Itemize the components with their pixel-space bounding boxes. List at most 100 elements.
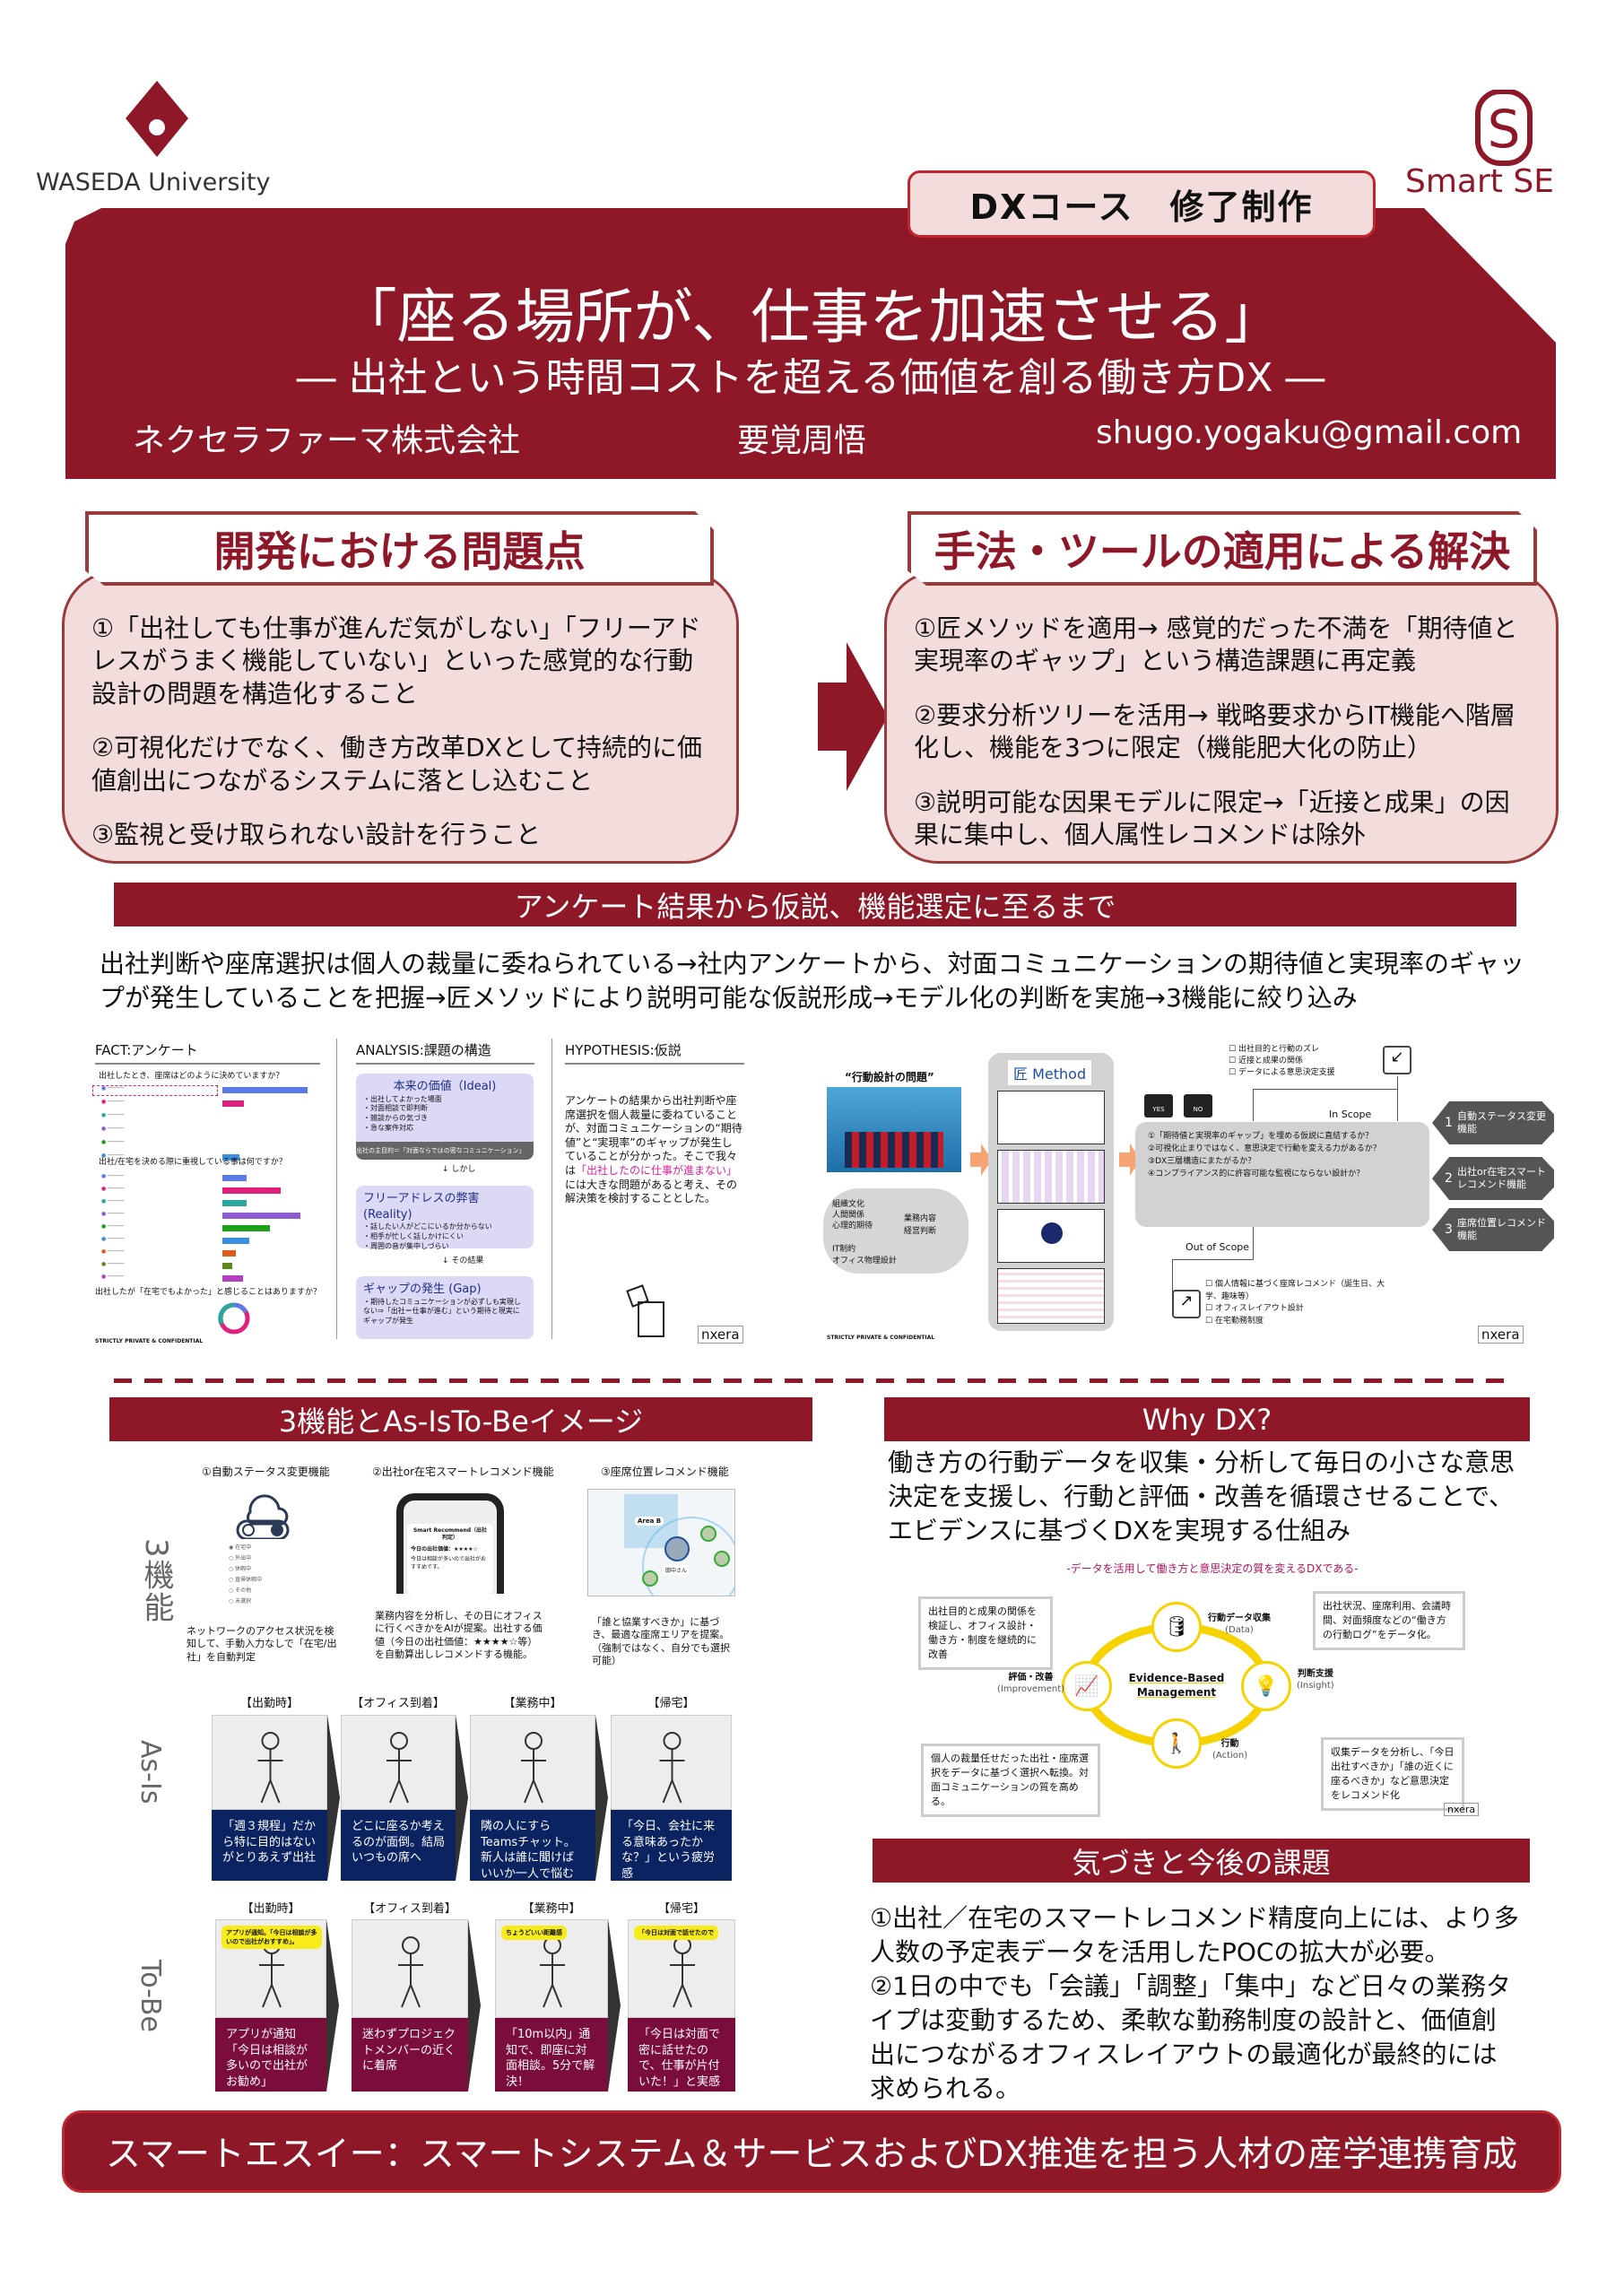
phone-illustration: Smart Recommend（出社判定） 今日の出社価値：★★★★☆ 今日は相…: [396, 1493, 504, 1594]
survey-chart-q2: ● ─────● ─────● ─────● ─────● ─────● ───…: [101, 1173, 312, 1292]
insight-note: 収集データを分析し、「今日出社すべきか」「誰の近くに座るべきか」など意思決定をレ…: [1321, 1737, 1464, 1811]
panel-bubble: ちょうどいい距離感: [501, 1926, 567, 1940]
panel-illustration: [470, 1715, 595, 1810]
node-label: 評価・改善(Improvement): [997, 1672, 1064, 1695]
meeting-illustration: [827, 1087, 961, 1172]
factor: 心理的期待: [832, 1222, 873, 1231]
fact-heading: FACT:アンケート: [95, 1040, 320, 1065]
method-logo: 匠 Method: [1008, 1060, 1092, 1085]
survey-option-dot: ● ─────: [101, 1099, 125, 1105]
svg-text:S: S: [1488, 99, 1521, 160]
method-thumbnail: [997, 1150, 1105, 1204]
features-band: 3機能とAs-IsTo-Beイメージ: [109, 1397, 812, 1441]
survey-question: 出社したとき、座席はどのように決めていますか？: [99, 1072, 284, 1081]
avatar: [664, 1536, 690, 1561]
panel-caption: 「今日、会社に来る意味あったかな？」という疲労感: [611, 1810, 732, 1881]
panel-caption: 「週３規程」だから特に目的はないがとりあえず出社: [212, 1810, 327, 1881]
why-dx-band: Why DX?: [884, 1397, 1530, 1441]
panel-caption: 「今日は対面で密に話せたので、仕事が片付いた！」と実感: [628, 2018, 735, 2092]
in-scope-checklist: ☐ 出社目的と行動のズレ ☐ 近接と成果の関係 ☐ データによる意思決定支援: [1229, 1045, 1335, 1078]
auto-status-illustration: ◉ 在宅中 ○ 外出中 ○ 休暇中 ○ 直帰休暇中 ○ その他 ○ 未選択: [229, 1489, 300, 1605]
survey-bar: [222, 1200, 247, 1206]
person-label: 田中さん: [664, 1565, 690, 1575]
cloud-toggle-icon: [236, 1494, 290, 1541]
walking-icon: 🚶: [1151, 1718, 1202, 1769]
survey-bar: [222, 1250, 237, 1257]
reality-title: フリーアドレスの弊害 (Reality): [363, 1192, 480, 1222]
chevron-right-icon: [468, 1919, 481, 2092]
status-option: 直帰休暇中: [235, 1577, 263, 1583]
chevron-right-icon: [327, 1715, 340, 1881]
section-divider: [114, 1378, 1516, 1383]
survey-bar: [222, 1087, 308, 1093]
course-tag: DXコース 修了制作: [908, 170, 1376, 238]
solution-item: ②要求分析ツリーを活用→ 戦略要求からIT機能へ階層化し、機能を3つに限定（機能…: [914, 700, 1515, 763]
donut-chart-icon: [218, 1302, 250, 1335]
poster-subtitle: ― 出社という時間コストを超える価値を創る働き方DX ―: [296, 355, 1325, 401]
factor: IT制約: [832, 1245, 856, 1254]
panel-illustration: [341, 1715, 456, 1810]
out-of-scope-list: ☐ 個人情報に基づく座席レコメンド（誕生日、大学、趣味等） ☐ オフィスレイアウ…: [1205, 1280, 1385, 1326]
panel-illustration: [611, 1715, 732, 1810]
waseda-wordmark: WASEDA University: [36, 169, 271, 196]
panel-caption: 隣の人にすらTeamsチャット。新人は誰に聞けばいいか一人で悩む: [470, 1810, 595, 1881]
problem-item: ③監視と受け取られない設計を行うこと: [91, 819, 542, 849]
arrow-in-icon: ↙: [1383, 1046, 1411, 1074]
problem-item: ②可視化だけでなく、働き方改革DXとして持続的に価値創出につながるシステムに落と…: [91, 733, 703, 796]
factor: オフィス物理設計: [832, 1257, 897, 1265]
feature-title: ③座席位置レコメンド機能: [601, 1465, 729, 1478]
nxera-logo: nxera: [698, 1326, 743, 1344]
database-icon: 🛢: [1151, 1602, 1202, 1652]
node-label: 判断支援(Insight): [1297, 1668, 1334, 1692]
survey-option-dot: ● ─────: [101, 1261, 125, 1267]
person-figure-icon: [521, 1732, 546, 1804]
area-label: Area B: [635, 1517, 664, 1526]
waseda-emblem-icon: [126, 81, 188, 157]
node-title: 行動: [1220, 1739, 1239, 1749]
factor-cloud: 組織文化 人間関係 心理的期待 業務内容 経営判断 IT制約 オフィス物理設計: [823, 1188, 968, 1274]
problems-box: ①「出社しても仕事が進んだ気がしない」「フリーアドレスがうまく機能していない」と…: [62, 570, 739, 864]
confidential-label: STRICTLY PRIVATE & CONFIDENTIAL: [827, 1335, 935, 1341]
node-label: 行動データ収集(Data): [1208, 1613, 1271, 1636]
survey-option-dot: ● ─────: [101, 1186, 125, 1192]
excluded-item: 在宅勤務制度: [1214, 1316, 1264, 1326]
solution-item: ③説明可能な因果モデルに限定→「近接と成果」の因果に集中し、個人属性レコメンドは…: [914, 787, 1510, 849]
out-of-scope-label: Out of Scope: [1185, 1241, 1250, 1253]
panel-label: 【業務中】: [503, 1697, 562, 1710]
panel-label: 【帰宅】: [647, 1697, 695, 1710]
survey-bar: [222, 1100, 244, 1107]
survey-option-dot: ● ─────: [101, 1112, 125, 1118]
analysis-heading: ANALYSIS:課題の構造: [356, 1040, 534, 1065]
status-option: 外出中: [235, 1555, 252, 1561]
feature-title: ①自動ステータス変更機能: [202, 1465, 330, 1478]
node-sub: (Insight): [1297, 1681, 1334, 1691]
yes-label: YES: [1152, 1106, 1165, 1113]
chevron-right-icon: [608, 1919, 621, 2092]
hypothesis-highlight: 「出社したのに仕事が進まない」: [576, 1163, 738, 1177]
author-name: 要覚周悟: [737, 422, 867, 459]
survey-option-dot: ● ─────: [101, 1274, 125, 1280]
ebm-cycle-diagram: -データを活用して働き方と意思決定の質を変えるDXである- Evidence-B…: [908, 1561, 1517, 1821]
method-thumbnail: [997, 1268, 1105, 1324]
hypothesis-text-b: には大きな問題があると考え、その解決策を検討することとした。: [565, 1178, 738, 1205]
function-number: 2: [1445, 1170, 1453, 1186]
arrow-right-icon: [970, 1144, 992, 1176]
header-banner: [65, 208, 1556, 479]
author-email[interactable]: shugo.yogaku@gmail.com: [1096, 414, 1523, 451]
criteria-item: ④コンプライアンス的に許容可能な監視にならない設計か？: [1148, 1169, 1365, 1178]
panel-label: 【帰宅】: [657, 1902, 705, 1916]
result-text: その結果: [451, 1257, 484, 1265]
survey-bar: [222, 1225, 271, 1231]
ideal-footer: 出社の主目的＝「対面ならではの密なコミュニケーション」: [356, 1142, 534, 1160]
function-label: 座席位置レコメンド機能: [1457, 1216, 1546, 1241]
panel-illustration: アプリが通知。「今日は相談が多いので出社がおすすめ」。: [215, 1919, 326, 2018]
panel-label: 【出勤時】: [241, 1902, 300, 1916]
criteria-item: ②可視化止まりではなく、意思決定で行動を変える力があるか？: [1148, 1144, 1381, 1153]
panel-label: 【業務中】: [522, 1902, 581, 1916]
survey-question: 出社したが「在宅でもよかった」と感じることはありますか？: [95, 1288, 322, 1297]
function-label: 自動ステータス変更機能: [1457, 1109, 1546, 1135]
survey-bar: [222, 1175, 247, 1181]
panel-label: 【オフィス到着】: [363, 1902, 456, 1916]
survey-option-dot: ● ─────: [101, 1126, 125, 1132]
